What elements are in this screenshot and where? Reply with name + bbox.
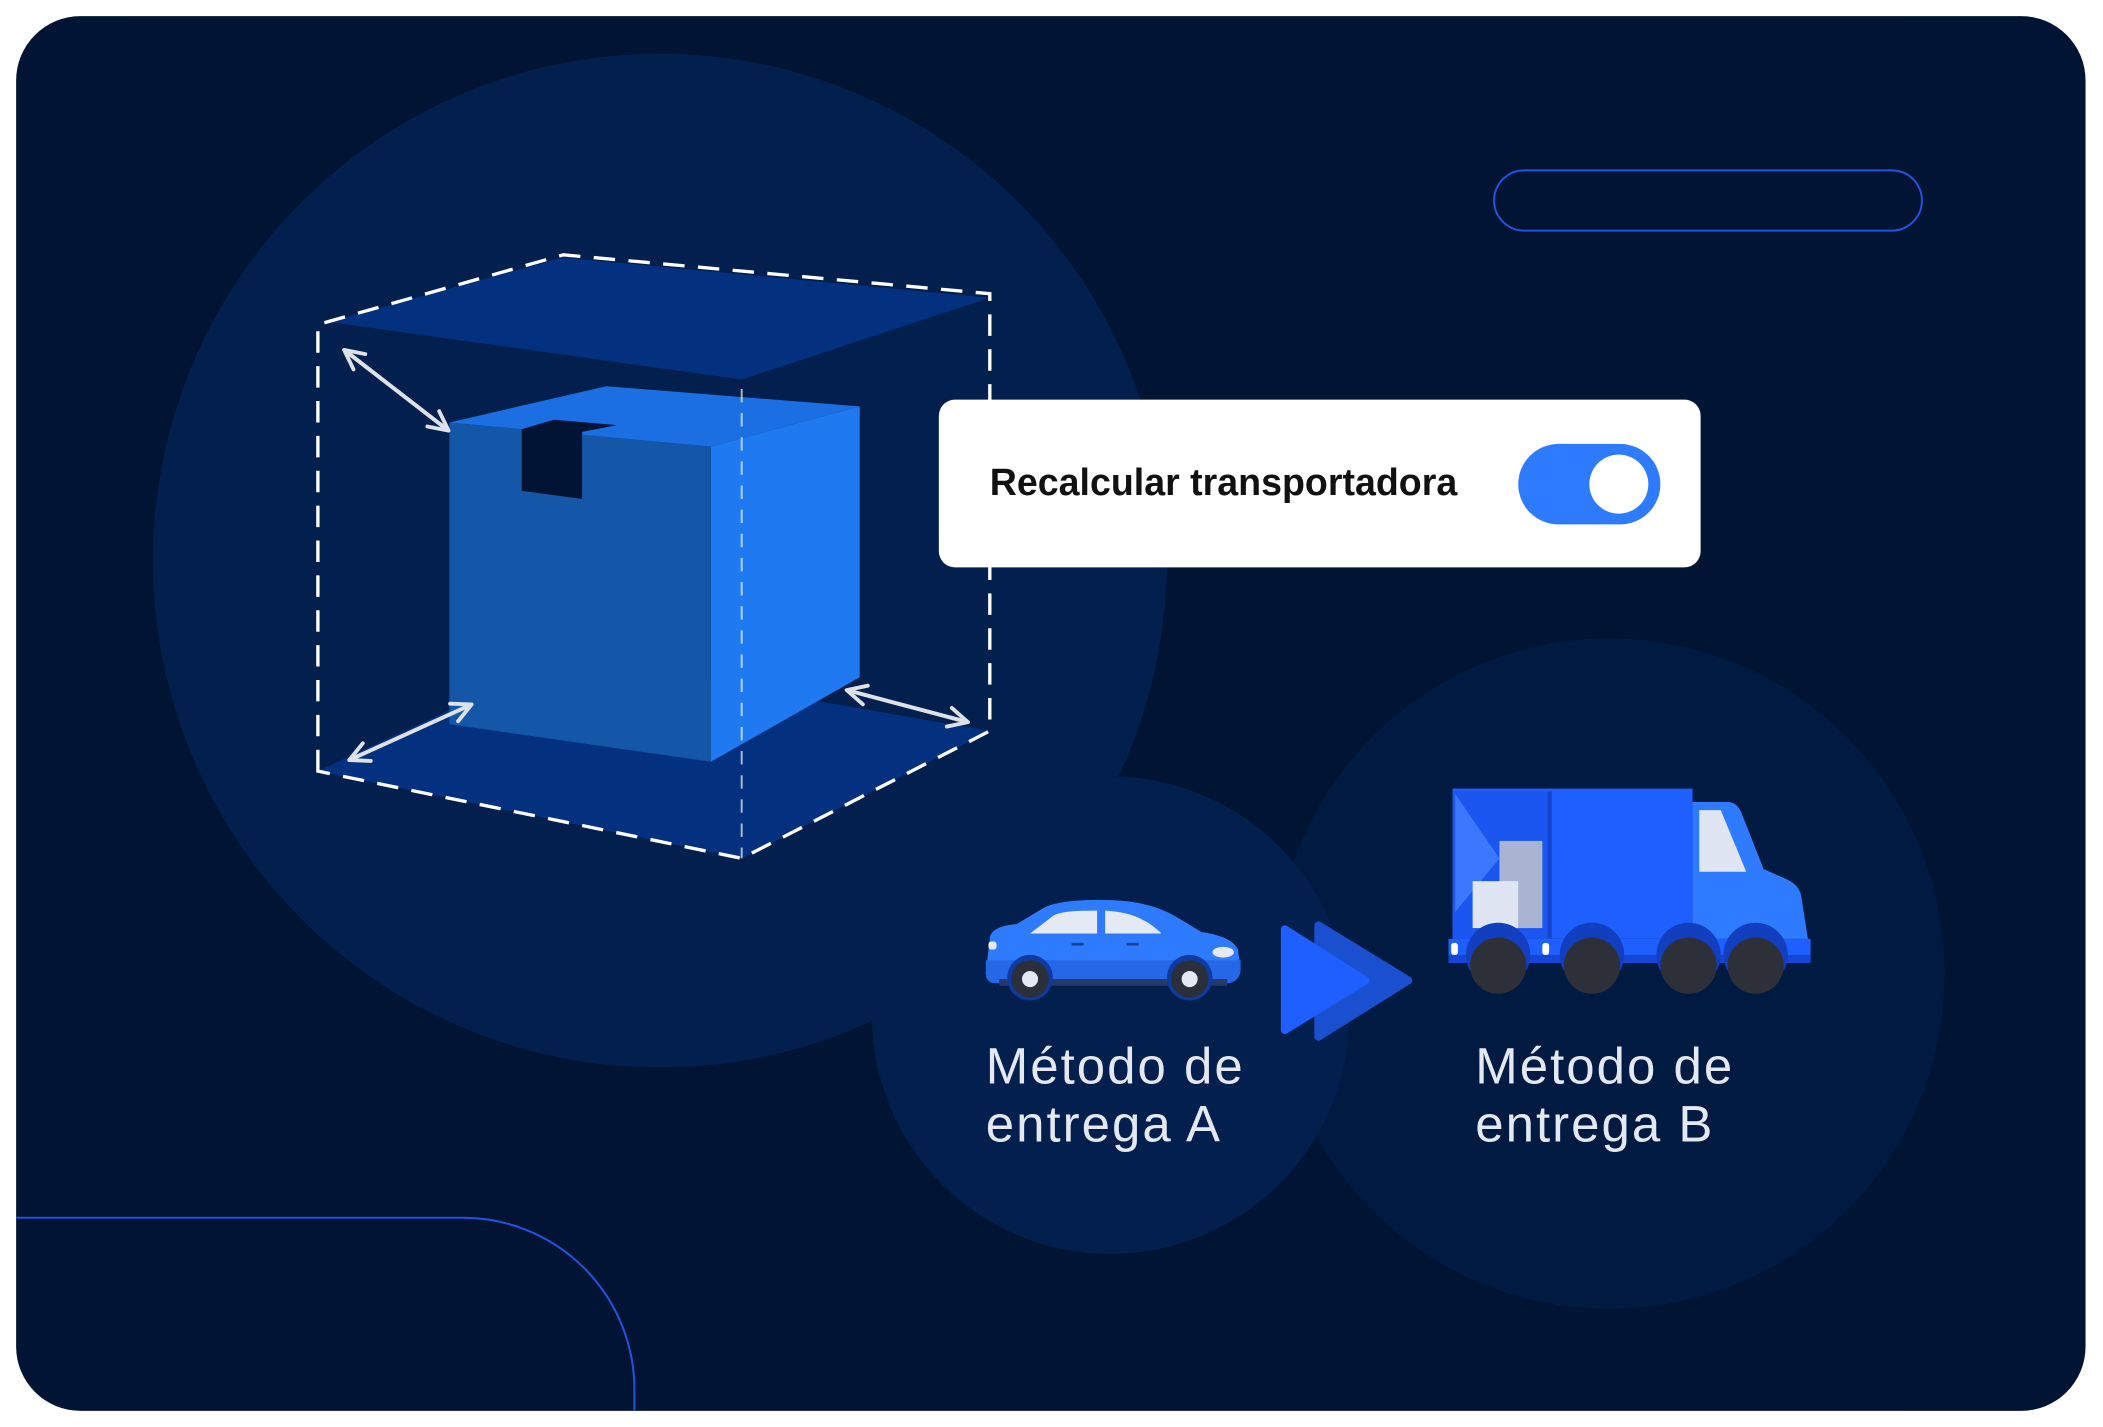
car-headlight [1212,946,1234,958]
car-taillight [988,941,997,950]
method-b-line1: Método de [1475,1038,1734,1095]
car-front-window [1105,910,1162,934]
package-dimensions-icon [316,253,992,861]
truck-wheel [1469,937,1527,994]
car-door-handle [1071,942,1084,946]
truck-wheel [1660,937,1717,994]
method-b-line2: entrega B [1475,1095,1714,1152]
truck-door-shading [1455,793,1500,912]
box-front-face [449,422,711,762]
toggle-knob[interactable] [1589,454,1649,514]
truck-icon [1448,788,1811,994]
box-right-face [710,406,860,762]
dimension-arrow-width-icon [347,701,474,763]
box-notch [521,419,617,499]
car-door-handle [1126,942,1139,946]
dimension-arrow-length-icon [844,683,970,729]
double-play-arrow-icon [1280,921,1413,1041]
method-a-line1: Método de [986,1038,1245,1095]
car-hubcap [1021,971,1039,988]
truck-cab-window [1699,810,1747,872]
method-a-backdrop-circle [871,776,1350,1254]
car-icon [985,899,1241,1001]
bounding-top-face [328,257,990,380]
car-bottom-trim [999,979,1228,986]
method-a-line2: entrega A [986,1095,1222,1152]
car-hubcap [1181,971,1198,988]
recalculate-carrier-toggle[interactable] [1518,443,1661,525]
truck-wheel [1563,937,1621,994]
arrow-front-triangle [1280,925,1370,1035]
car-rear-window [1030,910,1098,934]
dimension-arrow-depth-icon [342,347,451,433]
bounding-box-dashed-outline [316,253,992,861]
decorative-corner-line [16,1216,636,1411]
truck-cargo-divider [1547,791,1552,939]
truck-parcel-small [1472,881,1519,929]
truck-wheel [1727,937,1784,994]
box-icon [449,386,860,762]
delivery-method-a-label: Método de entrega A [986,1038,1245,1153]
truck-side-light [1542,942,1550,955]
delivery-method-b-label: Método de entrega B [1475,1038,1734,1153]
decorative-pill-outline [1493,169,1923,232]
card-background [938,399,1701,568]
recalculate-carrier-card: Recalcular transportadora [938,399,1701,568]
truck-rear-light [1451,942,1458,955]
truck-chassis-stripe [1448,954,1811,963]
toggle-label: Recalcular transportadora [990,461,1459,503]
